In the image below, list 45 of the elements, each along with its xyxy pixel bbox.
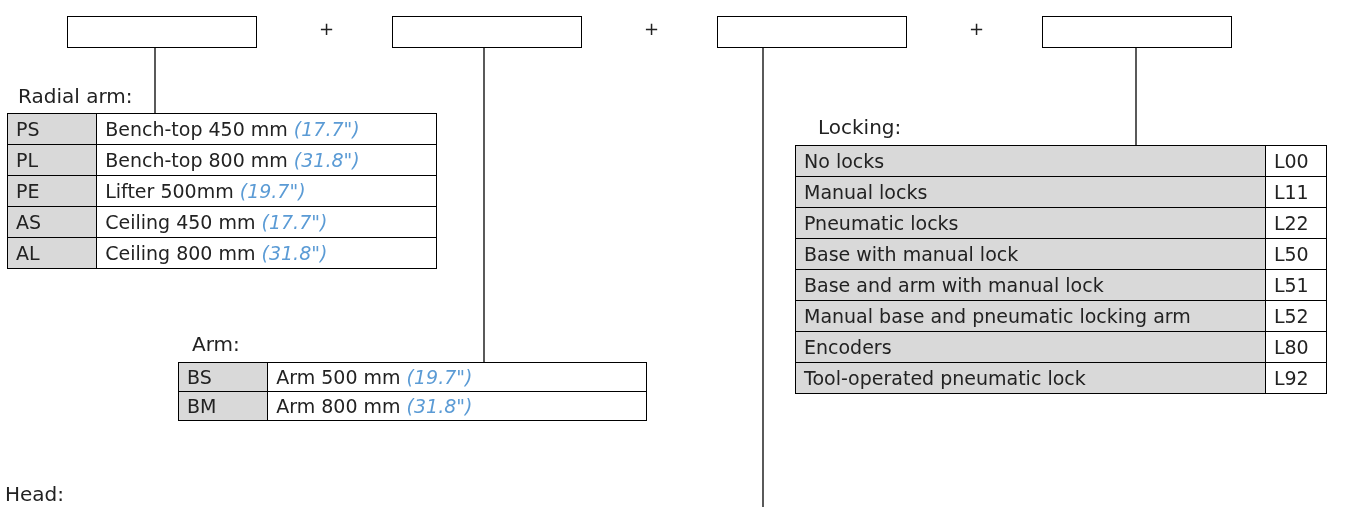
leader-line (483, 47, 485, 363)
table-cell: PE (7, 175, 97, 207)
table-cell: BS (178, 362, 268, 392)
code-field (717, 16, 907, 48)
table-heading: Radial arm: (18, 84, 133, 108)
table-cell: L22 (1265, 207, 1327, 239)
table-heading: Locking: (818, 115, 902, 139)
table-cell: Pneumatic locks (795, 207, 1266, 239)
table-heading: Arm: (192, 332, 240, 356)
table-cell: L52 (1265, 300, 1327, 332)
table-cell: L00 (1265, 145, 1327, 177)
code-field (1042, 16, 1232, 48)
table-cell: Arm 500 mm (19.7") (267, 362, 647, 392)
code-field (67, 16, 257, 48)
leader-line (1135, 47, 1137, 146)
table-cell: No locks (795, 145, 1266, 177)
table-cell: L80 (1265, 331, 1327, 363)
table-cell: L50 (1265, 238, 1327, 270)
plus-sign: + (969, 18, 985, 39)
table-cell: Encoders (795, 331, 1266, 363)
table-cell: BM (178, 391, 268, 421)
table-cell: Tool-operated pneumatic lock (795, 362, 1266, 394)
leader-line (762, 47, 764, 507)
table-cell: PS (7, 113, 97, 145)
plus-sign: + (644, 18, 660, 39)
table-cell: Ceiling 450 mm (17.7") (96, 206, 437, 238)
plus-sign: + (319, 18, 335, 39)
leader-line (154, 47, 156, 114)
table-cell: L92 (1265, 362, 1327, 394)
table-cell: L11 (1265, 176, 1327, 208)
code-field (392, 16, 582, 48)
table-cell: Manual base and pneumatic locking arm (795, 300, 1266, 332)
table-cell: Lifter 500mm (19.7") (96, 175, 437, 207)
table-cell: PL (7, 144, 97, 176)
table-cell: Base and arm with manual lock (795, 269, 1266, 301)
table-cell: AS (7, 206, 97, 238)
table-cell: AL (7, 237, 97, 269)
table-cell: Ceiling 800 mm (31.8") (96, 237, 437, 269)
table-cell: Bench-top 450 mm (17.7") (96, 113, 437, 145)
section-heading: Head: (5, 482, 65, 506)
table-cell: L51 (1265, 269, 1327, 301)
table-cell: Base with manual lock (795, 238, 1266, 270)
table-cell: Arm 800 mm (31.8") (267, 391, 647, 421)
table-cell: Bench-top 800 mm (31.8") (96, 144, 437, 176)
table-cell: Manual locks (795, 176, 1266, 208)
